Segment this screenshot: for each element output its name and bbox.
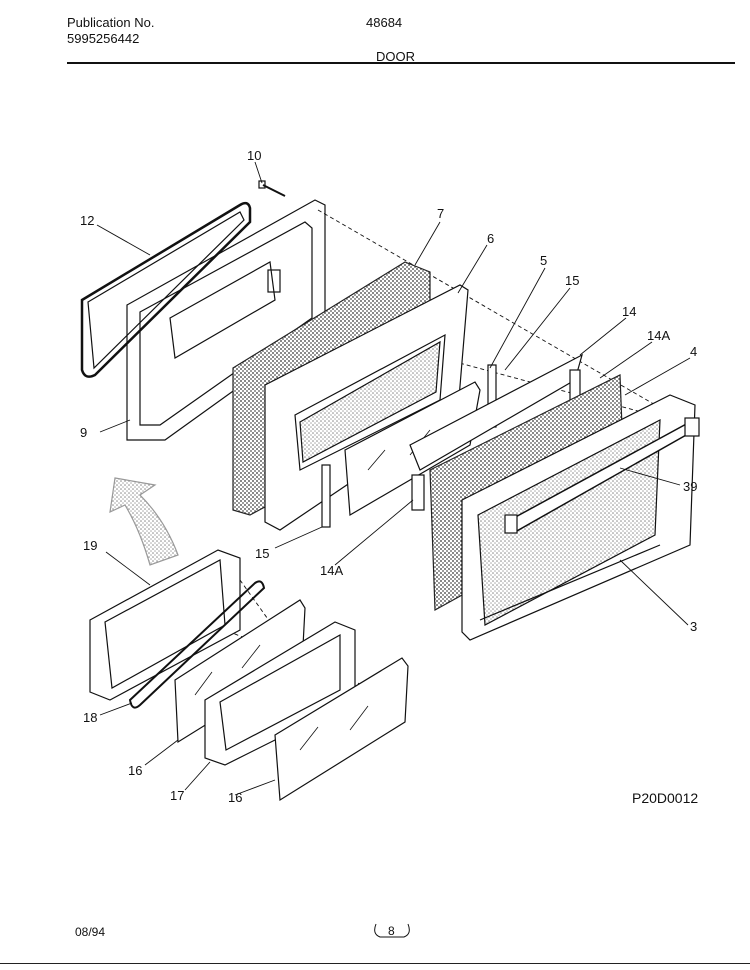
callout-14a-bottom: 14A bbox=[320, 563, 343, 578]
publication-number: 5995256442 bbox=[67, 31, 140, 46]
part-10-screw bbox=[258, 180, 286, 197]
callout-19: 19 bbox=[83, 538, 97, 553]
callout-6: 6 bbox=[487, 231, 494, 246]
footer-rule bbox=[0, 963, 750, 964]
callout-15-bottom: 15 bbox=[255, 546, 269, 561]
header-rule bbox=[67, 62, 735, 64]
section-title: DOOR bbox=[376, 49, 415, 64]
callout-18: 18 bbox=[83, 710, 97, 725]
callout-14: 14 bbox=[622, 304, 636, 319]
callout-15-top: 15 bbox=[565, 273, 579, 288]
callout-5: 5 bbox=[540, 253, 547, 268]
page-number-bracket bbox=[374, 923, 410, 938]
leader-lines bbox=[96, 161, 691, 796]
callout-4: 4 bbox=[690, 344, 697, 359]
callout-7: 7 bbox=[437, 206, 444, 221]
callout-9: 9 bbox=[80, 425, 87, 440]
model-number: 48684 bbox=[366, 15, 403, 30]
part-18-gasket bbox=[128, 580, 266, 709]
callout-17: 17 bbox=[170, 788, 184, 803]
page-number: 8 bbox=[388, 924, 395, 938]
callout-16-upper: 16 bbox=[128, 763, 142, 778]
footer-date: 08/94 bbox=[75, 925, 106, 939]
callout-3: 3 bbox=[690, 619, 697, 634]
callout-14a-top: 14A bbox=[647, 328, 670, 343]
callout-16-lower: 16 bbox=[228, 790, 242, 805]
part-12-gasket bbox=[80, 201, 252, 378]
callout-12: 12 bbox=[80, 213, 94, 228]
part-39-handle bbox=[504, 417, 700, 534]
callout-39: 39 bbox=[683, 479, 697, 494]
direction-arrow bbox=[109, 477, 179, 566]
callout-10: 10 bbox=[247, 148, 261, 163]
part-16-glass-lower bbox=[274, 657, 409, 802]
drawing-code: P20D0012 bbox=[632, 790, 699, 806]
publication-label: Publication No. bbox=[67, 15, 155, 30]
